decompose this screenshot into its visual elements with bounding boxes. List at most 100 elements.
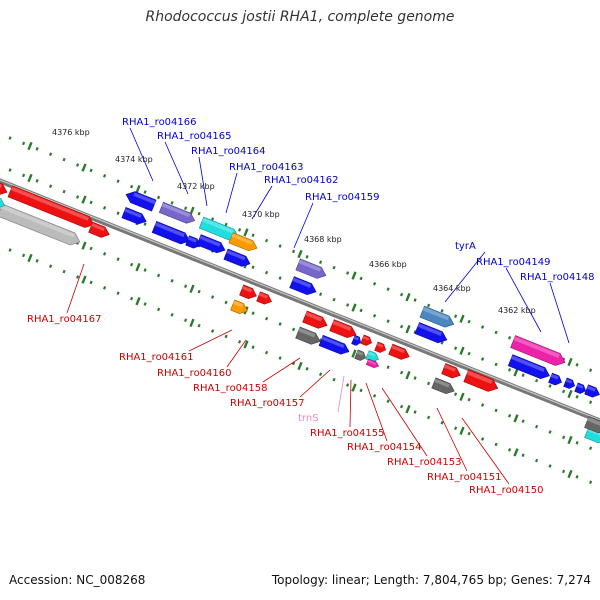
gene-arrow-highlight bbox=[444, 364, 456, 372]
scale-tick-lower bbox=[103, 252, 107, 256]
scale-tick-lower bbox=[197, 289, 201, 294]
scale-major-tick-outer-lower bbox=[81, 275, 87, 284]
scale-tick-outer-lower bbox=[157, 307, 161, 312]
scale-tick-upper bbox=[49, 184, 53, 189]
gene-feature-22 bbox=[318, 334, 350, 355]
scale-tick-outer-lower bbox=[467, 431, 471, 436]
scale-tick-lower bbox=[575, 441, 579, 445]
scale-tick-upper bbox=[76, 195, 80, 199]
gene-arrow-highlight bbox=[124, 208, 142, 218]
scale-major-tick-lower bbox=[405, 371, 411, 380]
scale-tick-outer-lower bbox=[454, 426, 458, 431]
gene-arrow-highlight bbox=[511, 355, 545, 372]
scale-tick-outer-upper bbox=[467, 319, 471, 324]
scale-major-tick-outer-lower bbox=[243, 340, 249, 349]
scale-tick-lower bbox=[211, 295, 215, 299]
gene-label-bottom-2: RHA1_ro04161 bbox=[119, 352, 194, 363]
gene-arrow-highlight bbox=[292, 277, 312, 288]
gene-feature-37 bbox=[548, 372, 562, 386]
gene-feature-14 bbox=[295, 258, 327, 279]
scale-tick-lower bbox=[589, 446, 593, 451]
leader-line-bottom-2 bbox=[188, 329, 233, 352]
scale-tick-outer-upper bbox=[211, 217, 215, 221]
scale-tick-outer-upper bbox=[103, 174, 107, 178]
gene-feature-30 bbox=[419, 305, 455, 328]
leader-line-bottom-10 bbox=[436, 407, 468, 472]
gene-label-bottom-9: RHA1_ro04153 bbox=[387, 457, 462, 468]
scale-tick-outer-lower bbox=[130, 296, 134, 301]
gene-label-bottom-5: RHA1_ro04157 bbox=[230, 398, 305, 409]
scale-tick-outer-lower bbox=[278, 356, 282, 360]
scale-tick-outer-lower bbox=[494, 442, 498, 447]
scale-tick-outer-lower bbox=[589, 480, 593, 485]
scale-tick-outer-upper bbox=[440, 309, 444, 313]
gene-arrow-highlight bbox=[332, 320, 352, 331]
gene-label-bottom-10: RHA1_ro04151 bbox=[427, 472, 502, 483]
gene-arrow-highlight bbox=[376, 342, 384, 348]
gene-arrow-body bbox=[351, 334, 362, 346]
gene-arrow-highlight bbox=[434, 378, 450, 388]
leader-line-top-9 bbox=[549, 282, 570, 344]
gene-arrow-body bbox=[0, 195, 5, 209]
scale-tick-outer-lower bbox=[49, 264, 53, 269]
scale-tick-lower bbox=[508, 414, 512, 418]
gene-arrow-highlight bbox=[133, 192, 156, 205]
gene-arrow-body bbox=[0, 175, 8, 196]
scale-tick-lower bbox=[278, 322, 282, 326]
scale-tick-upper bbox=[589, 400, 593, 405]
scale-major-tick-outer-lower bbox=[135, 297, 141, 306]
scale-tick-upper bbox=[400, 324, 404, 329]
scale-major-tick-outer-upper bbox=[243, 228, 249, 237]
gene-arrow-highlight bbox=[367, 359, 376, 365]
leader-line-bottom-11 bbox=[461, 417, 510, 485]
scale-tick-lower bbox=[454, 392, 458, 397]
scale-major-tick-upper bbox=[459, 346, 465, 355]
gene-label-bottom-8: RHA1_ro04154 bbox=[347, 442, 422, 453]
scale-major-tick-lower bbox=[459, 392, 465, 401]
scale-tick-outer-upper bbox=[575, 363, 579, 367]
scale-tick-outer-lower bbox=[265, 350, 269, 355]
scale-major-tick-outer-upper bbox=[27, 141, 33, 151]
scale-tick-outer-lower bbox=[575, 475, 579, 479]
scale-major-tick-lower bbox=[567, 435, 573, 445]
scale-tick-upper bbox=[8, 168, 12, 172]
scale-tick-lower bbox=[157, 273, 161, 278]
gene-feature-17 bbox=[256, 291, 272, 305]
scale-tick-lower bbox=[494, 408, 498, 413]
gene-feature-25 bbox=[374, 341, 387, 353]
scale-tick-outer-upper bbox=[278, 244, 282, 248]
scale-tick-outer-upper bbox=[238, 228, 242, 232]
scale-tick-outer-lower bbox=[22, 253, 26, 258]
leader-line-bottom-5 bbox=[299, 369, 331, 398]
gene-arrow-highlight bbox=[576, 383, 584, 389]
scale-tick-upper bbox=[454, 346, 458, 351]
scale-tick-outer-upper bbox=[184, 206, 188, 211]
scale-tick-outer-upper bbox=[62, 157, 66, 162]
gene-feature-31 bbox=[414, 322, 448, 344]
gene-feature-23 bbox=[351, 334, 362, 346]
scale-major-tick-upper bbox=[405, 325, 411, 334]
gene-label-top-3: RHA1_ro04164 bbox=[191, 146, 266, 157]
scale-tick-outer-lower bbox=[521, 453, 525, 458]
scale-major-tick-upper bbox=[27, 173, 33, 183]
gene-arrow-highlight bbox=[233, 300, 244, 308]
scale-tick-upper bbox=[535, 378, 539, 383]
gene-feature-42 bbox=[584, 415, 600, 434]
scale-tick-outer-upper bbox=[143, 190, 147, 194]
scale-tick-outer-upper bbox=[89, 168, 93, 173]
scale-tick-outer-lower bbox=[413, 410, 417, 414]
scale-tick-outer-upper bbox=[427, 303, 431, 308]
gene-label-top-7: tyrA bbox=[455, 241, 476, 252]
gene-label-top-9: RHA1_ro04148 bbox=[520, 272, 595, 283]
scale-label-6: 4366 kbp bbox=[369, 260, 407, 269]
gene-arrow-highlight bbox=[187, 236, 197, 243]
gene-arrow-highlight bbox=[161, 203, 191, 218]
scale-tick-lower bbox=[265, 316, 269, 321]
gene-arrow-highlight bbox=[586, 385, 596, 392]
scale-tick-lower bbox=[386, 365, 390, 370]
scale-tick-upper bbox=[278, 276, 282, 280]
gene-feature-39 bbox=[574, 382, 587, 394]
gene-arrow-body bbox=[584, 384, 600, 398]
leader-line-top-5 bbox=[251, 185, 273, 220]
scale-tick-outer-lower bbox=[103, 286, 107, 290]
